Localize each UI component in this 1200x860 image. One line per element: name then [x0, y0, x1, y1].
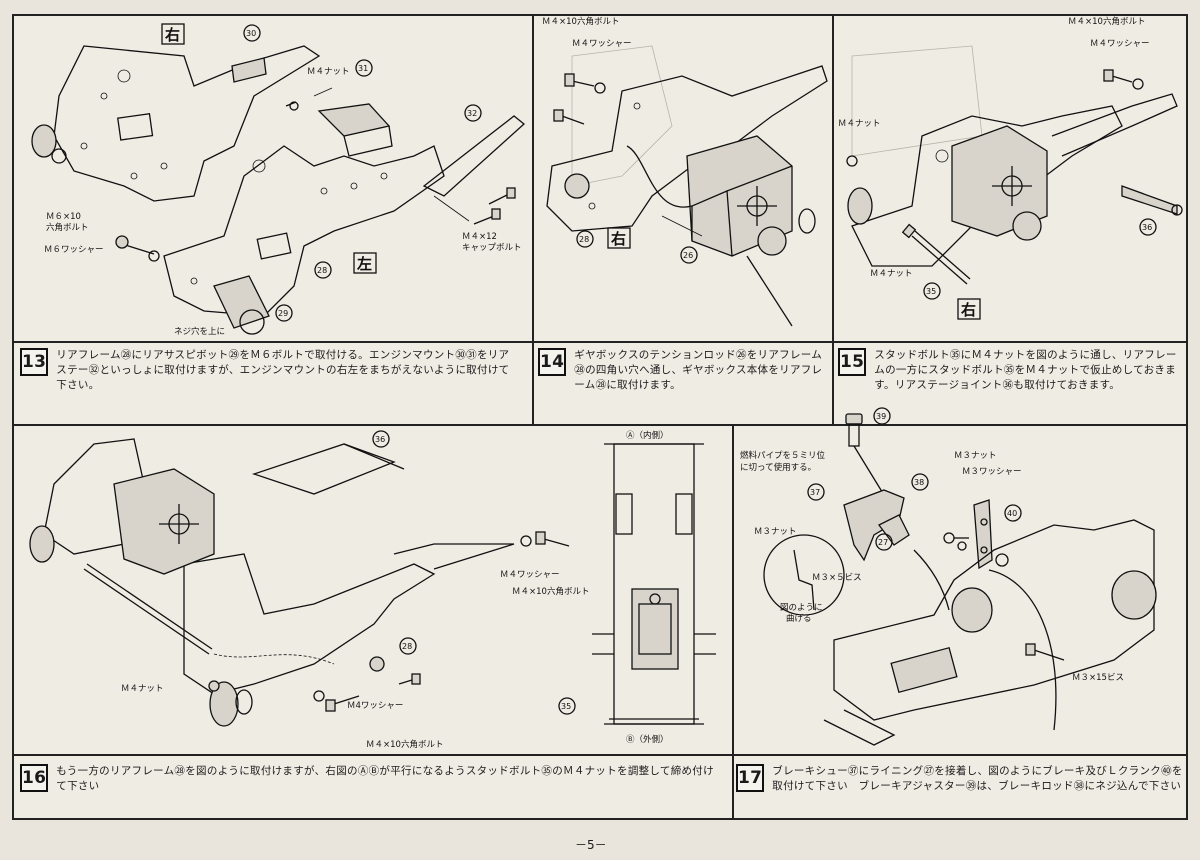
- fig14-part-28: 28: [579, 235, 589, 244]
- step-17: 17 ブレーキシュー㊲にライニング㉗を接着し、図のようにブレーキ及びＬクランク㊵…: [736, 764, 1184, 794]
- step-13: 13 リアフレーム㉘にリアサスピボット㉙をＭ６ボルトで取付ける。エンジンマウント…: [20, 348, 520, 393]
- fig13-part-31: 31: [358, 64, 368, 73]
- fig15-m4-washer-label: Ｍ４ワッシャー: [1090, 39, 1150, 49]
- figure-16-diagram: 36 Ｍ４ワッシャー Ｍ４×10六角ボルト 28 Ｍ４ナット Ｍ4ワッシャー Ｍ…: [29, 430, 716, 750]
- fig15-part-36: 36: [1142, 223, 1152, 232]
- fig15-right-marker: 右: [961, 301, 976, 319]
- fig13-m6-bolt-label-2: 六角ボルト: [46, 222, 89, 233]
- fig14-m4-washer-label: Ｍ４ワッシャー: [572, 39, 632, 49]
- fig13-part-29: 29: [278, 309, 288, 318]
- fig16-part-28: 28: [402, 642, 412, 651]
- row-divider-top: [14, 341, 1186, 343]
- step-17-number: 17: [736, 764, 765, 792]
- fig13-m6-bolt-label-1: Ｍ６×10: [46, 212, 81, 222]
- fig16-m4-washer-label-b: Ｍ4ワッシャー: [347, 701, 403, 711]
- fig16-a-inner-label: Ⓐ（内側）: [626, 430, 669, 441]
- fig15-m4-nut-label-b: Ｍ４ナット: [870, 269, 913, 279]
- step-15-text: スタッドボルト㉟にＭ４ナットを図のように通し、リアフレームの一方にスタッドボルト…: [874, 349, 1177, 391]
- fig15-m4-bolt-label: Ｍ４×10六角ボルト: [1068, 16, 1145, 27]
- step-16: 16 もう一方のリアフレーム㉘を図のように取付けますが、右図のⒶⒷが平行になるよ…: [20, 764, 720, 794]
- fig13-left-marker: 左: [356, 255, 372, 273]
- fig16-part-35: 35: [561, 702, 571, 711]
- fig17-part-40: 40: [1007, 509, 1017, 518]
- step-17-text: ブレーキシュー㊲にライニング㉗を接着し、図のようにブレーキ及びＬクランク㊵を取付…: [772, 765, 1183, 792]
- figure-14-diagram: Ｍ４×10六角ボルト Ｍ４ワッシャー 28 右 26: [542, 16, 828, 327]
- row-divider-middle: [14, 424, 1186, 426]
- fig13-part-32: 32: [467, 109, 477, 118]
- fig15-m4-nut-label-a: Ｍ４ナット: [838, 119, 881, 129]
- fig16-m4-nut-label: Ｍ４ナット: [121, 684, 164, 694]
- fig17-fuel-note-2: に切って使用する。: [740, 462, 816, 473]
- fig16-m4-washer-label-a: Ｍ４ワッシャー: [500, 570, 560, 580]
- fig13-hole-up-note: ネジ穴を上に: [174, 326, 225, 337]
- step-15: 15 スタッドボルト㉟にＭ４ナットを図のように通し、リアフレームの一方にスタッド…: [838, 348, 1184, 393]
- figure-13-diagram: 右 左 30 Ｍ４ナット 31 32 Ｍ６×10 六角ボルト Ｍ６ワッシャー Ｍ…: [31, 23, 526, 337]
- fig13-m4-cap-label-2: キャップボルト: [462, 243, 522, 253]
- column-divider-3: [732, 424, 734, 818]
- step-13-text: リアフレーム㉘にリアサスピボット㉙をＭ６ボルトで取付ける。エンジンマウント㉚㉛を…: [56, 349, 510, 391]
- fig17-m3x15-label: Ｍ３×15ビス: [1072, 673, 1124, 683]
- fig14-part-26: 26: [683, 251, 693, 260]
- fig13-m6-washer-label: Ｍ６ワッシャー: [44, 245, 104, 255]
- fig13-part-28: 28: [317, 266, 327, 275]
- column-divider-1: [532, 16, 534, 424]
- fig13-part-30: 30: [246, 29, 256, 38]
- page-number: －5－: [575, 838, 607, 852]
- step-15-number: 15: [838, 348, 867, 376]
- fig17-fuel-note-1: 燃料パイプを５ミリ位: [740, 450, 826, 461]
- fig14-m4-bolt-label: Ｍ４×10六角ボルト: [542, 16, 619, 27]
- fig16-m4-bolt-label-b: Ｍ４×10六角ボルト: [366, 739, 443, 750]
- fig17-part-38: 38: [914, 478, 924, 487]
- figure-15-diagram: Ｍ４×10六角ボルト Ｍ４ワッシャー Ｍ４ナット Ｍ４ナット 35 36 右: [838, 16, 1183, 320]
- fig13-m4-cap-label-1: Ｍ４×12: [462, 232, 497, 242]
- step-14-text: ギヤボックスのテンションロッド㉖をリアフレーム㉘の四角い穴へ通し、ギヤボックス本…: [574, 349, 823, 391]
- fig17-part-39: 39: [876, 412, 886, 421]
- figure-17-diagram: 39 燃料パイプを５ミリ位 に切って使用する。 Ｍ３ナット Ｍ３ワッシャー 38…: [740, 407, 1157, 746]
- step-13-number: 13: [20, 348, 49, 376]
- fig14-right-marker: 右: [611, 230, 626, 248]
- fig16-b-outer-label: Ⓑ（外側）: [626, 734, 669, 745]
- step-16-text: もう一方のリアフレーム㉘を図のように取付けますが、右図のⒶⒷが平行になるようスタ…: [56, 765, 714, 792]
- step-14-number: 14: [538, 348, 567, 376]
- fig17-bend-note-1: 図のように: [780, 603, 823, 613]
- fig17-bend-note-2: 曲げる: [786, 613, 812, 624]
- fig17-part-37: 37: [810, 488, 820, 497]
- fig13-right-marker: 右: [165, 26, 180, 44]
- fig17-m3-nut-label-b: Ｍ３ナット: [754, 527, 797, 537]
- fig17-m3-washer-label: Ｍ３ワッシャー: [962, 467, 1022, 477]
- fig13-m4-nut-label: Ｍ４ナット: [307, 67, 350, 77]
- row-divider-bottom: [14, 754, 1186, 756]
- fig15-part-35: 35: [926, 287, 936, 296]
- fig17-m3-nut-label-a: Ｍ３ナット: [954, 451, 997, 461]
- fig16-part-36: 36: [375, 435, 385, 444]
- fig16-m4-bolt-label-a: Ｍ４×10六角ボルト: [512, 586, 589, 597]
- step-16-number: 16: [20, 764, 49, 792]
- fig17-part-27: 27: [878, 538, 888, 547]
- fig17-m3x5-label: Ｍ３×５ビス: [812, 573, 862, 583]
- column-divider-2: [832, 16, 834, 424]
- step-14: 14 ギヤボックスのテンションロッド㉖をリアフレーム㉘の四角い穴へ通し、ギヤボッ…: [538, 348, 828, 393]
